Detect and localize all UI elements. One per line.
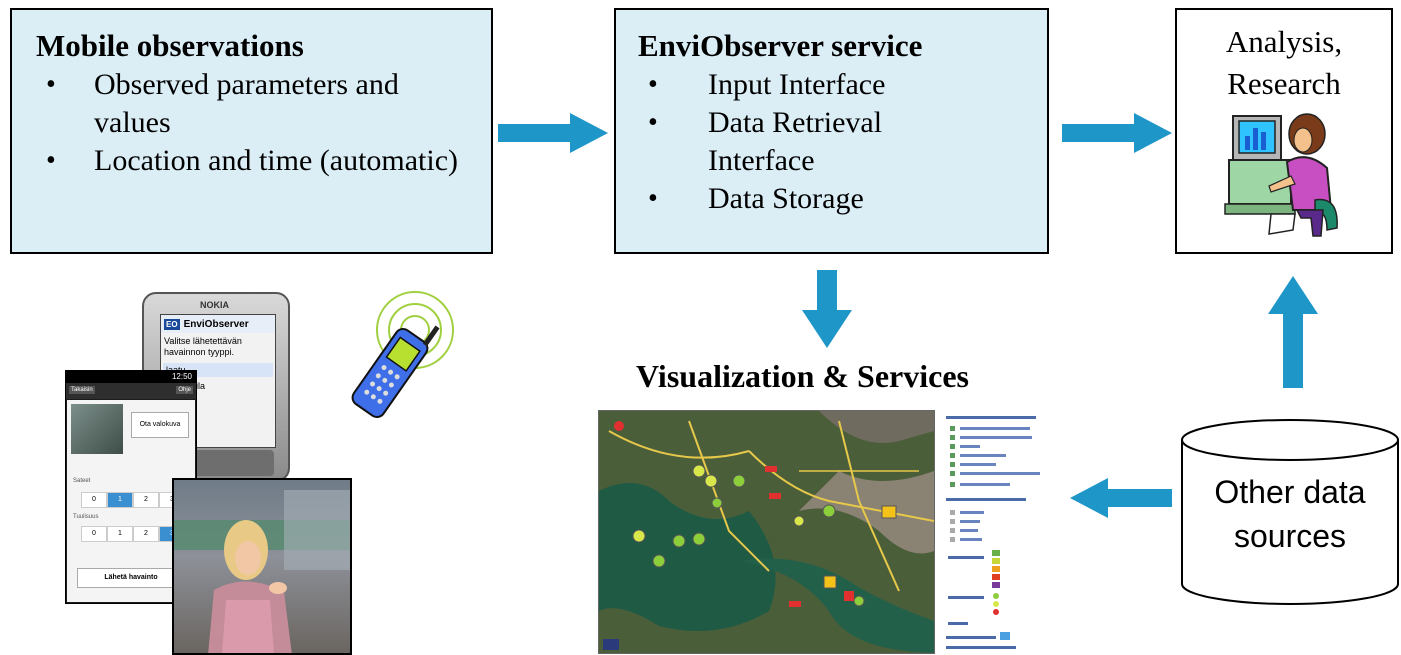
android-time: 12:50 [171, 372, 192, 381]
mobile-observations-title: Mobile observations [36, 28, 304, 63]
eo-logo-icon: EO [164, 318, 180, 330]
service-item-retrieval: Data Retrieval Interface [638, 104, 928, 180]
nokia-app-header: EO EnviObserver [161, 315, 275, 333]
nokia-brand: NOKIA [200, 300, 229, 310]
woman-with-phone-image [174, 490, 350, 653]
other-data-label: Other data [1214, 474, 1366, 510]
cellphone-signal-icon [351, 291, 454, 419]
mobile-item-location: Location and time (automatic) [36, 142, 477, 180]
visualization-services-title: Visualization & Services [636, 358, 969, 394]
mobile-item-parameters: Observed parameters and values [36, 66, 477, 142]
arrow-mobile-to-service [498, 113, 608, 153]
analysis-label: Analysis, [1225, 24, 1343, 59]
arrow-other-to-visualization [1070, 478, 1172, 518]
send-observation-button[interactable]: Lähetä havainto [77, 568, 185, 588]
map-imagery [599, 411, 934, 653]
nokia-prompt: Valitse lähetettävän havainnon tyyppi. [164, 336, 242, 357]
enviobserver-service-title: EnviObserver service [638, 28, 923, 63]
satellite-map [598, 410, 935, 654]
arrow-service-to-analysis [1062, 113, 1172, 153]
segment-option[interactable]: 0 [81, 492, 107, 508]
legend-contents [946, 416, 1040, 649]
database-cylinder-icon [1181, 419, 1399, 605]
segment-option[interactable]: 1 [107, 492, 133, 508]
other-data-sources: Other data sources [1180, 418, 1400, 608]
mobile-observations-box: Mobile observations Observed parameters … [10, 8, 493, 254]
enviobserver-service-box: EnviObserver service Input Interface Dat… [614, 8, 1049, 254]
user-photo [172, 478, 352, 655]
android-segment-1: 0 1 2 3 [81, 492, 185, 508]
segment-option[interactable]: 0 [81, 526, 107, 542]
android-label-1: Sateet [73, 478, 91, 484]
map-legend-panel [940, 410, 1068, 652]
enviobserver-service-list: Input Interface Data Retrieval Interface… [638, 66, 1033, 218]
android-status-bar: 12:50 [66, 371, 196, 383]
android-action-bar: Takaisin Ohje [66, 383, 196, 399]
researcher-computer-icon [1224, 113, 1338, 237]
android-label-2: Tuulisuus [73, 514, 99, 520]
nokia-app-title: EnviObserver [183, 318, 249, 330]
mobile-observations-list: Observed parameters and values Location … [36, 66, 477, 180]
segment-option[interactable]: 1 [107, 526, 133, 542]
take-photo-button[interactable]: Ota valokuva [131, 412, 189, 438]
android-segment-2: 0 1 2 3 [81, 526, 185, 542]
analysis-research-box: Analysis, Research [1175, 8, 1393, 254]
segment-option[interactable]: 2 [133, 526, 159, 542]
arrow-service-to-visualization [802, 270, 852, 348]
segment-option[interactable]: 2 [133, 492, 159, 508]
research-label: Research [1227, 66, 1341, 101]
android-photo-thumbnail [71, 404, 123, 454]
android-help-button[interactable]: Ohje [176, 386, 193, 394]
arrow-other-to-analysis [1268, 276, 1318, 388]
service-item-input: Input Interface [638, 66, 1033, 104]
android-back-button[interactable]: Takaisin [69, 386, 95, 394]
service-item-storage: Data Storage [638, 180, 1033, 218]
sources-label: sources [1233, 518, 1347, 554]
